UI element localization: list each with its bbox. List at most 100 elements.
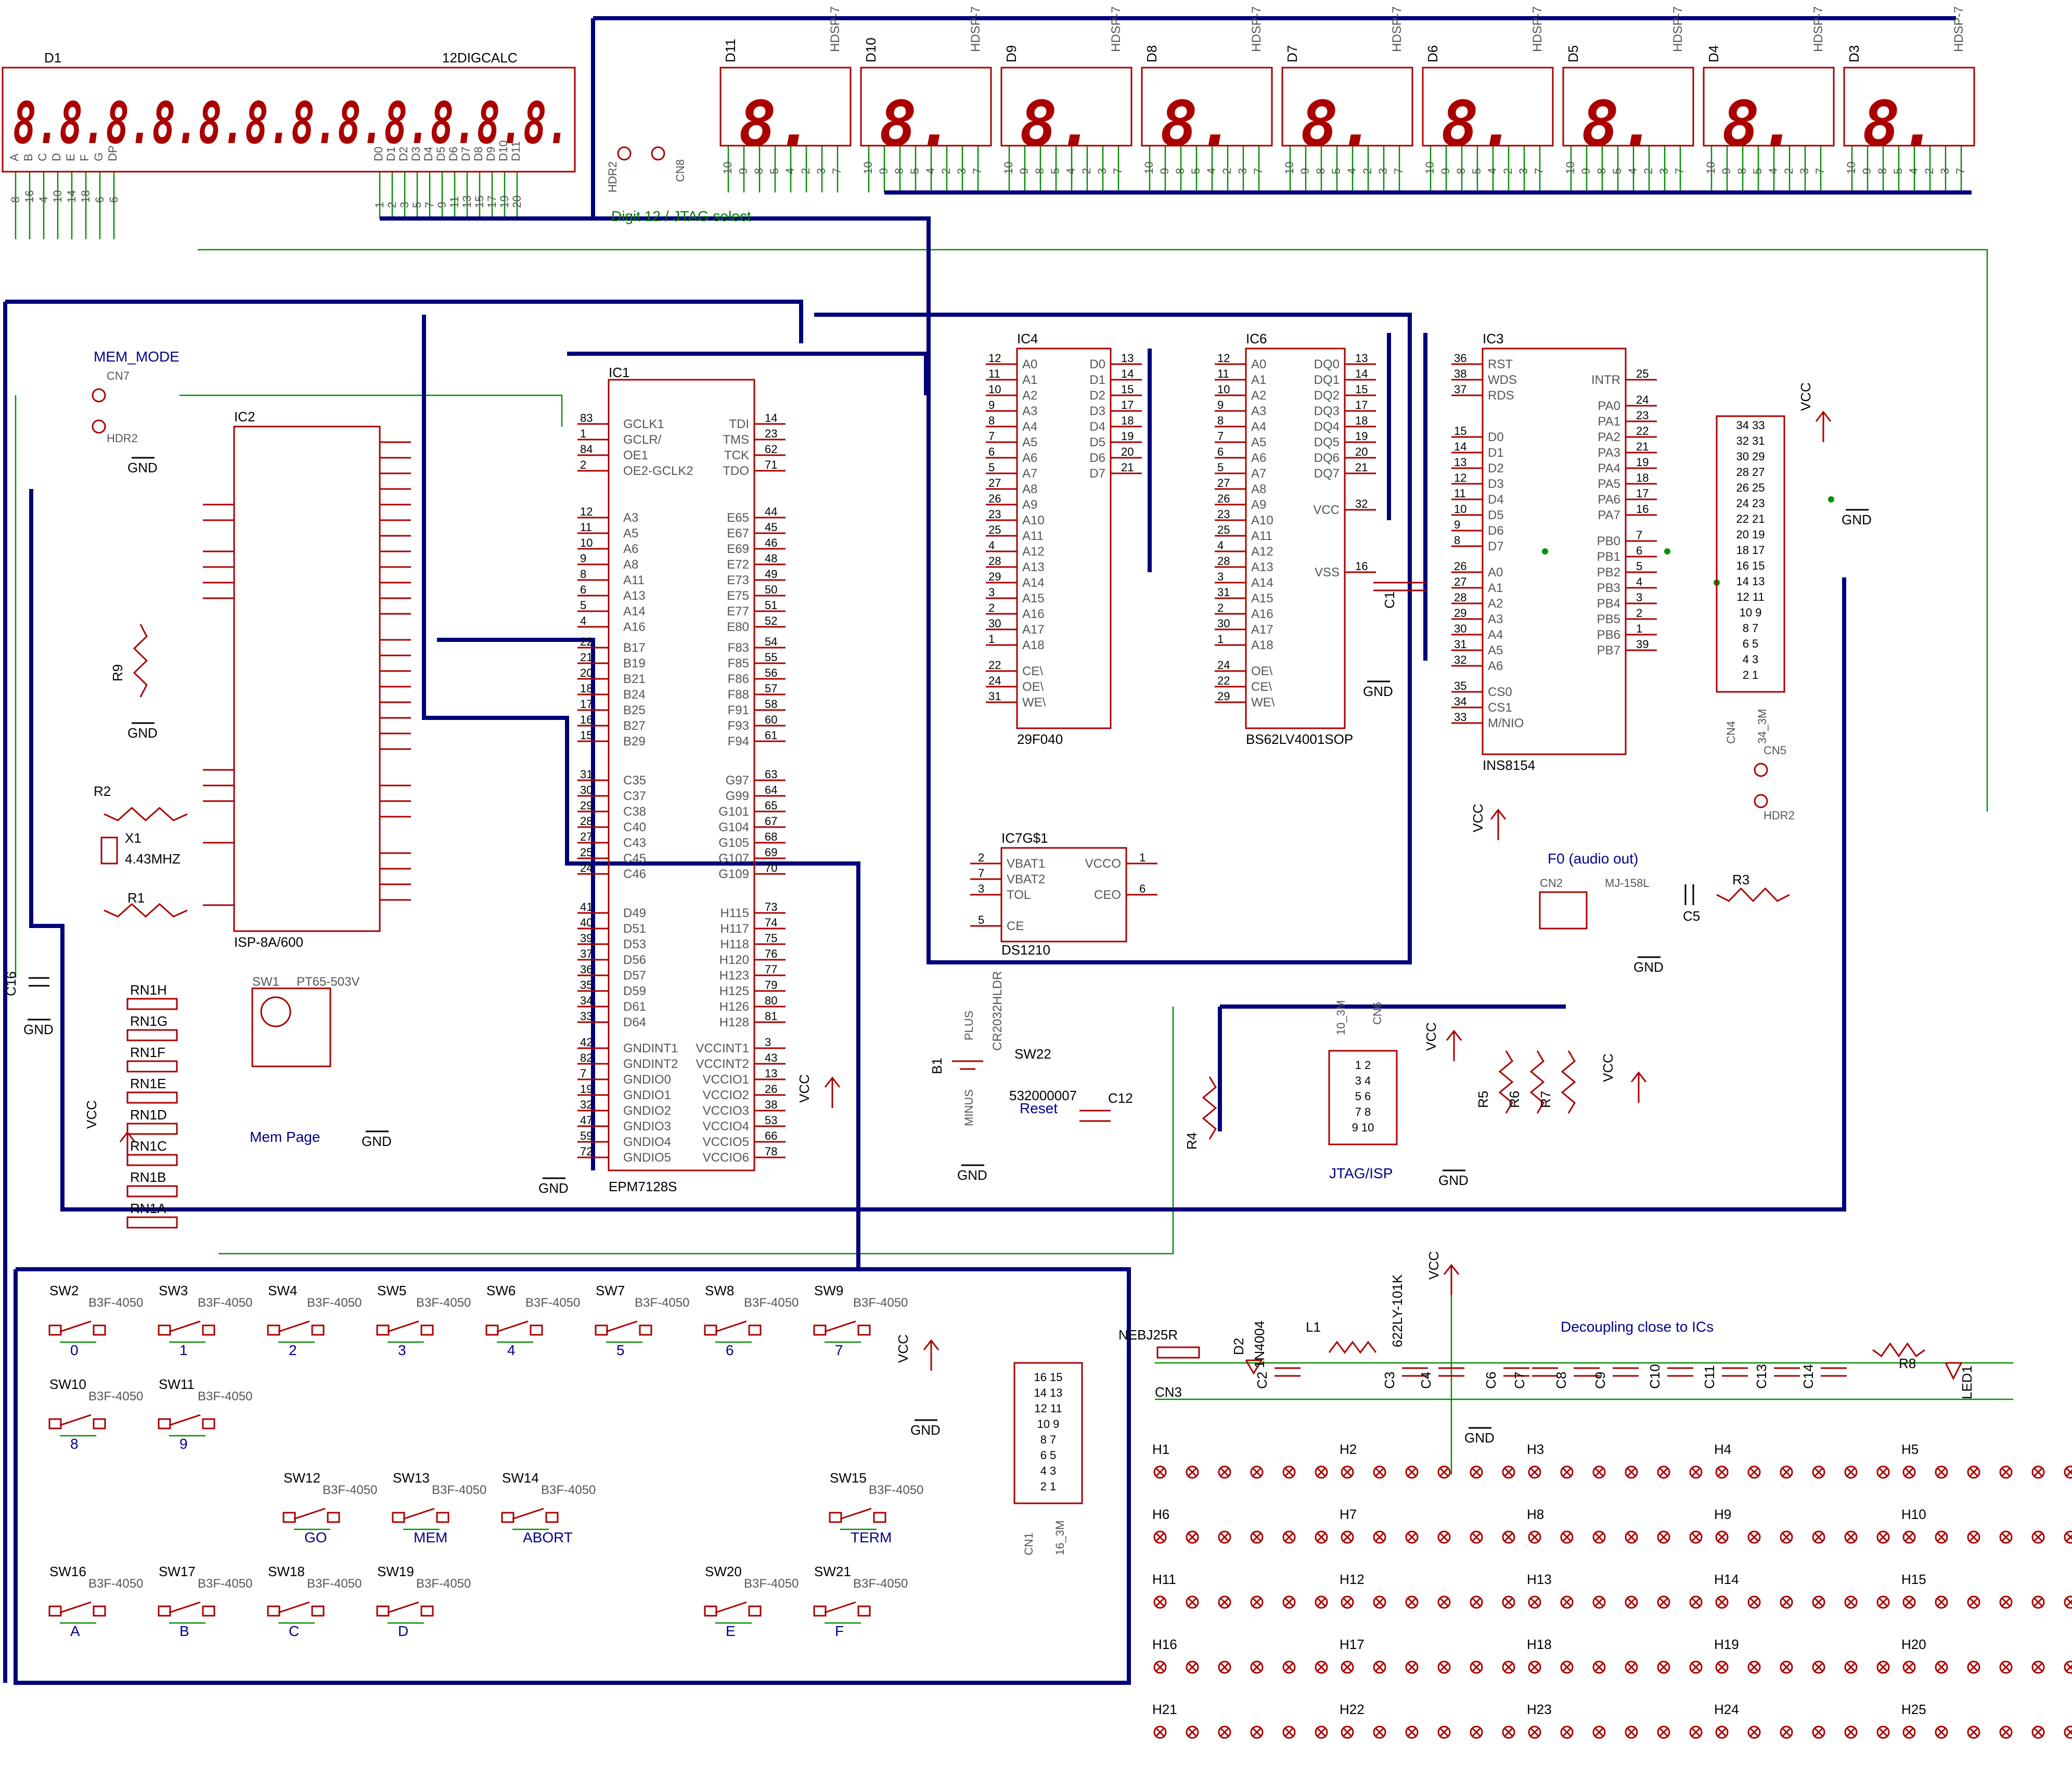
ic1-pin-name: G99 <box>726 789 749 803</box>
ic1-pin-name: C35 <box>623 774 646 788</box>
ic1-pin-name: VCCINT1 <box>696 1041 749 1055</box>
hole-cross <box>2066 1469 2072 1477</box>
hole-pad <box>1625 1465 1638 1479</box>
key-label: C <box>289 1623 299 1639</box>
vcc-symbol <box>1630 1071 1647 1103</box>
hole-pad <box>1876 1465 1890 1479</box>
gnd-label: GND <box>127 725 158 741</box>
cn6-jtag-header <box>1328 1050 1398 1145</box>
hole-label: H9 <box>1714 1506 1731 1522</box>
ic1-pin-name: VCCIO5 <box>703 1135 749 1149</box>
ic1-pin-num: 30 <box>580 783 593 796</box>
rn1-label: RN1C <box>130 1138 167 1154</box>
hole-cross <box>1749 1663 1759 1672</box>
ic6-pin-name: A18 <box>1251 638 1273 652</box>
hole-cross <box>1562 1532 1572 1542</box>
ic6-pin-num: 20 <box>1355 445 1368 458</box>
hole-cross <box>1284 1663 1294 1672</box>
ic6-pin-num: 1 <box>1217 633 1224 646</box>
hole-cross <box>1439 1532 1449 1542</box>
cn7-pad <box>92 388 106 403</box>
hole-pad <box>1592 1465 1606 1479</box>
hole-pad <box>1902 1725 1916 1739</box>
ic1-pin-num: 77 <box>765 963 777 976</box>
ic3-pin-num: 28 <box>1454 591 1466 604</box>
hole-pad <box>1999 1660 2013 1674</box>
seg-pin-name: E <box>64 153 77 161</box>
ic1-pin-name: A13 <box>623 589 646 603</box>
ic4-part: 29F040 <box>1017 731 1063 747</box>
rn1-label: RN1F <box>130 1045 165 1060</box>
digit-pin-num: 13 <box>460 196 473 208</box>
hole-pad <box>1747 1530 1761 1544</box>
keypad-frame-bus <box>14 1267 1131 1685</box>
key-label: ABORT <box>523 1529 573 1545</box>
ic1-pin-name: GNDINT2 <box>623 1057 678 1071</box>
ic1-pin-num: 64 <box>765 783 777 796</box>
hole-pad <box>1715 1595 1729 1609</box>
vcc-symbol <box>923 1339 940 1371</box>
ic3-pin-name: D3 <box>1488 477 1504 491</box>
f0-label: F0 (audio out) <box>1548 851 1638 867</box>
ic4-pin-num: 30 <box>988 617 1001 630</box>
ic1-pin-num: 3 <box>765 1036 771 1049</box>
ic6-pin-num: 23 <box>1217 508 1230 521</box>
ic1-pin-name: OE2-GCLK2 <box>623 464 693 478</box>
hole-cross <box>1846 1728 1856 1737</box>
hole-cross <box>2001 1467 2011 1477</box>
hole-cross <box>1530 1467 1539 1477</box>
cn3-ref: CN3 <box>1155 1384 1182 1400</box>
ic1-pin-name: E65 <box>727 511 749 525</box>
switch-pad <box>857 1324 871 1336</box>
hole-pad <box>1560 1465 1574 1479</box>
key-label: E <box>726 1623 736 1639</box>
ic1-pin-num: 84 <box>580 443 593 456</box>
b1-minus: MINUS <box>962 1089 975 1126</box>
hole-label: H8 <box>1527 1506 1544 1522</box>
ic3-pin-name: CS1 <box>1488 701 1512 715</box>
hdsp-pin-num: 4 <box>1486 168 1499 174</box>
cn1-pin-pair: 12 11 <box>1034 1402 1062 1415</box>
hole-cross <box>1814 1532 1823 1542</box>
switch-pad <box>813 1324 827 1336</box>
hole-cross <box>2034 1467 2043 1477</box>
ic3-pin-name: PA4 <box>1598 461 1620 475</box>
ic1-pin-num: 6 <box>580 583 586 596</box>
wire-digit-select <box>198 249 1988 811</box>
ic1-pin-num: 32 <box>580 1098 593 1111</box>
key-label: B <box>179 1623 189 1639</box>
b1-plus: PLUS <box>962 1011 975 1040</box>
display-ref: D1 <box>44 50 61 66</box>
bus-lower <box>29 489 1846 1212</box>
hole-pad <box>1470 1595 1483 1609</box>
key-label: 4 <box>507 1342 516 1358</box>
ic1-pin-num: 20 <box>580 666 593 679</box>
hole-cross <box>2066 1534 2072 1542</box>
ic3-pin-num: 18 <box>1636 471 1649 484</box>
hole-cross <box>2066 1664 2072 1672</box>
hole-pad <box>1341 1660 1354 1674</box>
switch-pad <box>530 1324 543 1336</box>
hole-pad <box>1935 1595 1948 1609</box>
ic1-pin-name: H123 <box>719 969 749 983</box>
digit-pin-name: D8 <box>472 147 485 161</box>
ic1-pin-name: E75 <box>727 589 749 603</box>
b1-label: B1 <box>929 1058 945 1074</box>
gnd-label: GND <box>910 1422 941 1438</box>
switch-pad <box>48 1324 62 1336</box>
switch-pad <box>813 1605 827 1617</box>
ic3-pin-num: 22 <box>1636 424 1649 437</box>
hdsp-pin-num: 5 <box>1189 168 1202 174</box>
switch-pad <box>93 1605 106 1617</box>
hole-pad <box>1528 1725 1541 1739</box>
bus-upper <box>5 300 803 343</box>
hole-cross <box>1407 1532 1417 1542</box>
hole-pad <box>1715 1530 1729 1544</box>
hole-cross <box>1937 1467 1946 1477</box>
ic3-pin-num: 30 <box>1454 622 1466 635</box>
ic1-pin-num: 15 <box>580 729 593 742</box>
ic4-pin-name: A1 <box>1022 373 1037 387</box>
ic1-pin-name: E69 <box>727 542 749 556</box>
ic4-pin-num: 8 <box>988 414 995 427</box>
